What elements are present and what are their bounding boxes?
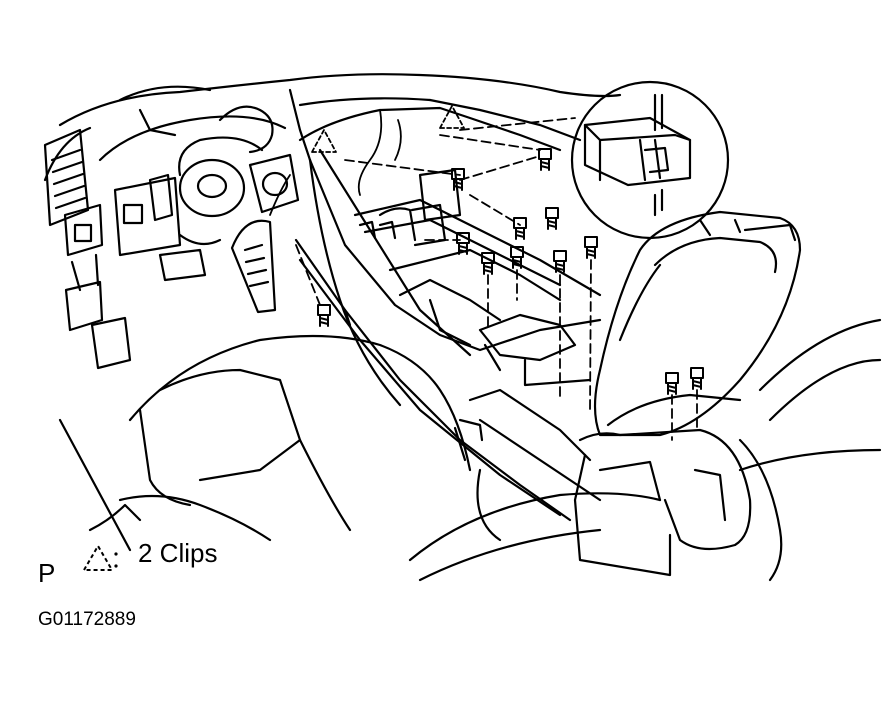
dashed-triangle-clip-icon (82, 544, 118, 571)
clip-markers (311, 105, 465, 153)
bolt-icon (545, 207, 559, 230)
bolt-icon (317, 304, 331, 327)
bolt-icon (451, 168, 465, 191)
pedal-lever (230, 219, 277, 314)
bolt-icon (538, 148, 552, 171)
rear-console-bracket (573, 428, 783, 582)
bolt-icon (584, 236, 598, 259)
bolt-icon (513, 217, 527, 240)
bolt-icon (665, 372, 679, 395)
floor-outline (58, 318, 882, 582)
bolt-icon (510, 246, 524, 269)
left-vent-panel (43, 128, 132, 370)
bolt-icon (553, 250, 567, 273)
steering-column (113, 105, 300, 282)
dashboard-outline (43, 73, 622, 182)
wiring (269, 109, 402, 216)
legend-label: 2 Clips (138, 538, 218, 568)
bolt-icons (317, 148, 704, 395)
dashed-guide-lines (295, 117, 698, 441)
bolt-icon (690, 367, 704, 390)
bolt-icon (481, 252, 495, 275)
console-side-panel (294, 238, 602, 522)
seat-outline (88, 334, 484, 542)
legend-prefix: P (38, 558, 56, 588)
figure-id: G01172889 (38, 609, 136, 630)
center-console (298, 106, 602, 407)
armrest-lid (593, 210, 802, 437)
bolt-icon (456, 232, 470, 255)
clip-detail-inset (570, 80, 730, 240)
